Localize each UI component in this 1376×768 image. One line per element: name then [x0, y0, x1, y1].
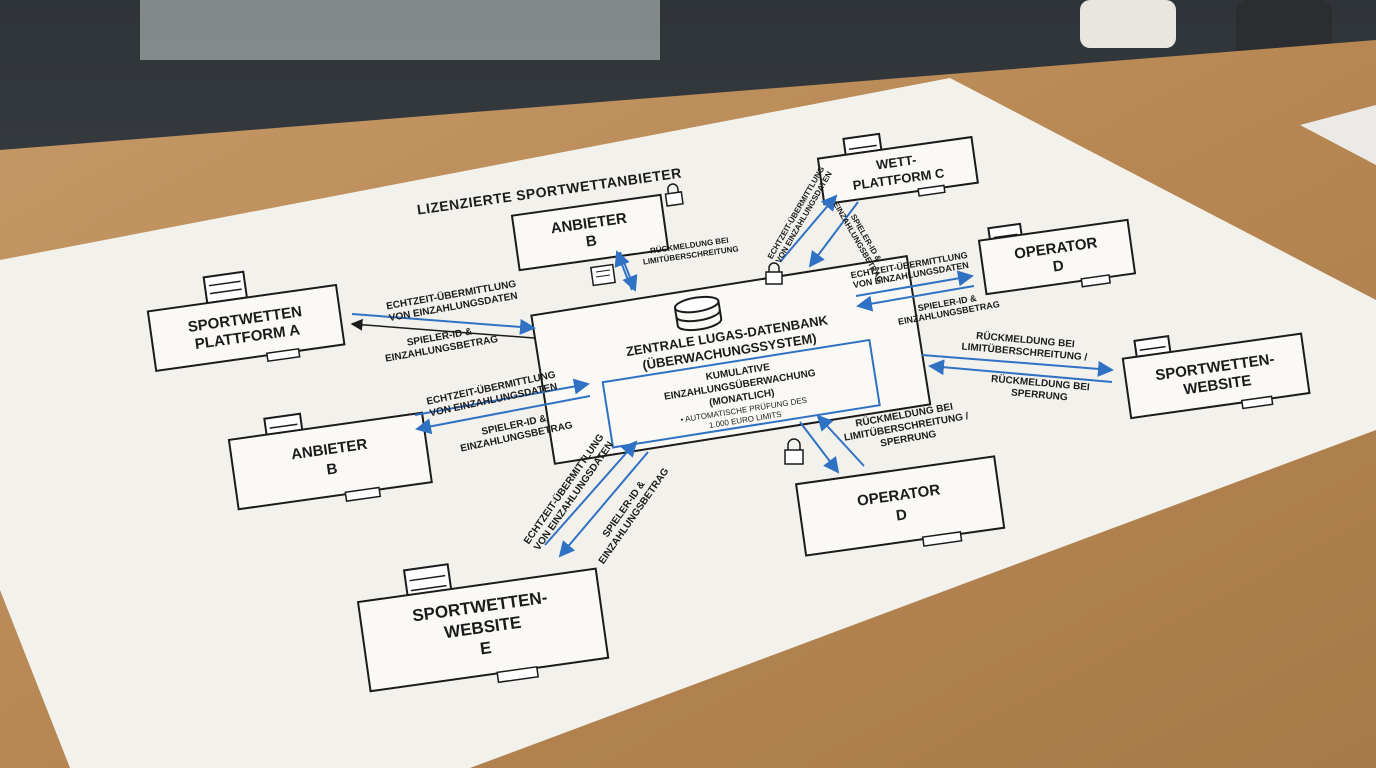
node-label-line-1: WETT- [875, 152, 917, 172]
node-anbieter-b-left: ANBIETER B [227, 411, 433, 511]
arrow-hub-to-b [415, 395, 591, 435]
node-label-line-2: D [895, 506, 908, 524]
node-label-line-2: B [585, 232, 598, 250]
node-box [356, 567, 610, 693]
arrow-hub-to-btop [614, 250, 633, 291]
arrow-e-to-hub [544, 440, 638, 546]
arrow-hub-to-d-bottom [799, 421, 840, 474]
arrow-b-to-hub [414, 378, 590, 416]
arrow-hub-to-e [558, 451, 649, 558]
terminal-icon [344, 486, 382, 502]
hub-inner-box [601, 338, 881, 449]
arrow-a-to-hub [351, 313, 536, 335]
hub-box [530, 254, 932, 465]
node-operator-d-right: OPERATOR D [977, 218, 1137, 296]
terminal-icon [917, 184, 946, 197]
document-icon [590, 263, 616, 287]
lock-icon [765, 262, 783, 285]
lock-icon [664, 183, 684, 207]
node-platform-a: SPORTWETTEN PLATTFORM A [146, 270, 346, 372]
hub-database: ZENTRALE LUGAS-DATENBANK (ÜBERWACHUNGSSY… [530, 254, 932, 465]
node-platform-c: WETT- PLATTFORM C [816, 132, 979, 206]
node-label-line-2: D [1052, 257, 1065, 275]
arrow-hub-to-c [779, 194, 838, 263]
flow-label-line-2: SPERRUNG [1011, 388, 1069, 404]
arrows [350, 194, 1114, 558]
arrow-d-right-to-hub [856, 285, 975, 312]
arrow-hub-to-website [921, 354, 1114, 377]
node-box [794, 455, 1006, 557]
node-website-right: SPORTWETTEN- WEBSITE [1121, 332, 1311, 420]
node-website-e: SPORTWETTEN- WEBSITE E [356, 563, 610, 693]
terminal-icon [265, 347, 301, 363]
terminal-icon [921, 531, 963, 547]
lock-icon [784, 438, 804, 465]
terminal-icon [496, 665, 540, 684]
cup [1080, 0, 1176, 48]
terminal-icon [1080, 274, 1111, 288]
background-window [140, 0, 660, 60]
arrow-c-to-hub [808, 201, 859, 268]
node-box [977, 218, 1137, 296]
node-label-line-2: B [325, 460, 338, 478]
terminal-icon [1240, 395, 1274, 410]
node-label-line-3: E [479, 638, 493, 658]
notebook [1300, 105, 1376, 165]
node-operator-d-bottom: OPERATOR D [794, 455, 1006, 557]
arrow-hub-to-a [350, 318, 535, 339]
database-icon [673, 295, 723, 332]
arrow-d-bottom-to-hub [816, 414, 865, 467]
arrow-website-to-hub [928, 359, 1113, 383]
arrow-hub-to-d-right [855, 270, 974, 297]
node-box [227, 411, 433, 511]
